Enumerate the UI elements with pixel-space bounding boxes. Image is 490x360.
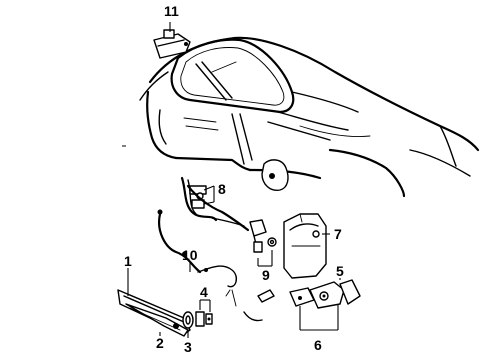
part-3-4-pivot-grommets — [182, 299, 213, 338]
callout-7: 7 — [334, 226, 342, 242]
callout-3: 3 — [184, 339, 192, 355]
part-8-hose-bracket — [180, 176, 218, 222]
part-9-washer-pump — [249, 219, 277, 267]
callout-4: 4 — [200, 284, 208, 300]
callout-9: 9 — [262, 267, 270, 283]
callout-10: 10 — [182, 247, 198, 263]
callout-11: 11 — [164, 3, 179, 19]
vehicle-rear-hatch — [122, 36, 480, 198]
callout-2: 2 — [156, 335, 164, 351]
callout-6: 6 — [314, 337, 322, 353]
part-7-washer-reservoir — [283, 213, 330, 279]
callout-1: 1 — [124, 253, 132, 269]
callout-labels: 11 8 7 10 9 5 1 4 2 3 6 — [124, 3, 344, 355]
callout-5: 5 — [336, 263, 344, 279]
callout-8: 8 — [218, 181, 226, 197]
part-10-washer-hose — [157, 184, 250, 288]
part-11-high-mount-nozzle — [153, 22, 191, 59]
part-1-2-wiper-arm-blade — [117, 268, 191, 337]
part-5-6-wiper-motor — [225, 278, 361, 331]
